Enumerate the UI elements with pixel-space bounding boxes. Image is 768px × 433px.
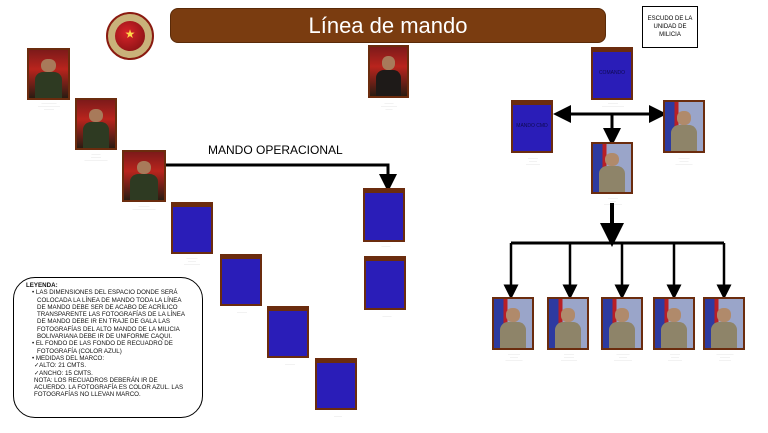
page-title: Línea de mando xyxy=(170,8,606,43)
caption-bottom-5: ······································· xyxy=(716,352,734,362)
caption-3: ·································· xyxy=(132,204,156,211)
left-box-label: MANDO CMD xyxy=(516,123,548,130)
caption-blue-6: ········· xyxy=(382,314,392,318)
caption-bottom-1: ····································· xyxy=(505,352,523,362)
legend-note: NOTA: LOS RECUADROS DEBERÁN IR DE ACUERD… xyxy=(34,376,184,399)
legend-title: LEYENDA: xyxy=(26,282,58,289)
caption-bottom-3: ······································· xyxy=(614,352,632,362)
caption-1: ········································… xyxy=(38,101,60,111)
legend-measure-height: ✓ALTO: 21 CMTS. xyxy=(34,362,87,370)
blue-frame-5 xyxy=(363,188,405,242)
legend-item: • EL FONDO DE LAS FONDO DE RECUADRO DE F… xyxy=(32,340,173,355)
caption-2: ········································… xyxy=(84,152,108,162)
legend-item: • LAS DIMENSIONES DEL ESPACIO DONDE SERÁ… xyxy=(32,289,185,341)
portrait-bottom-4 xyxy=(653,297,695,350)
caption-blue-1: ··································· xyxy=(184,256,200,266)
portrait-3 xyxy=(122,150,166,202)
blue-frame-3 xyxy=(267,306,309,358)
top-box-label: COMANDO xyxy=(598,70,626,77)
blue-frame-4 xyxy=(315,358,357,410)
mando-operacional-label: MANDO OPERACIONAL xyxy=(208,143,343,157)
portrait-bottom-3 xyxy=(601,297,643,350)
caption-top: ································ xyxy=(602,101,624,108)
caption-blue-2: ·········· xyxy=(237,310,247,314)
blue-frame-2 xyxy=(220,254,262,306)
caption-blue-4: ········ xyxy=(334,414,342,418)
caption-left: ································ xyxy=(526,156,540,166)
blue-frame-left: MANDO CMD xyxy=(511,100,553,153)
portrait-2 xyxy=(75,98,117,150)
legend-measure-width: ✓ANCHO: 15 CMTS. xyxy=(34,369,93,377)
caption-bottom-4: ································ xyxy=(668,352,682,362)
blue-frame-6 xyxy=(364,256,406,310)
militia-emblem-logo: ★ xyxy=(106,12,154,60)
caption-center: ································ xyxy=(381,101,397,111)
caption-blue-5: ········· xyxy=(381,244,391,248)
caption-center-right: ·································· xyxy=(604,196,622,206)
blue-frame-top: COMANDO xyxy=(591,47,633,100)
portrait-1 xyxy=(27,48,70,100)
unit-shield-placeholder: ESCUDO DE LA UNIDAD DE MILICIA xyxy=(642,6,698,48)
portrait-center xyxy=(368,45,409,98)
caption-right: ····································· xyxy=(675,156,693,166)
portrait-bottom-1 xyxy=(492,297,534,350)
legend-item: • MEDIDAS DEL MARCO: xyxy=(32,354,105,362)
portrait-right xyxy=(663,100,705,153)
mando-operacional-arrow xyxy=(165,163,397,192)
caption-bottom-2: ···································· xyxy=(561,352,577,362)
caption-blue-3: ·········· xyxy=(285,362,295,366)
blue-frame-1 xyxy=(171,202,213,254)
portrait-bottom-5 xyxy=(703,297,745,350)
portrait-bottom-2 xyxy=(547,297,589,350)
legend-box: LEYENDA: • LAS DIMENSIONES DEL ESPACIO D… xyxy=(13,277,203,418)
portrait-center-right xyxy=(591,142,633,194)
